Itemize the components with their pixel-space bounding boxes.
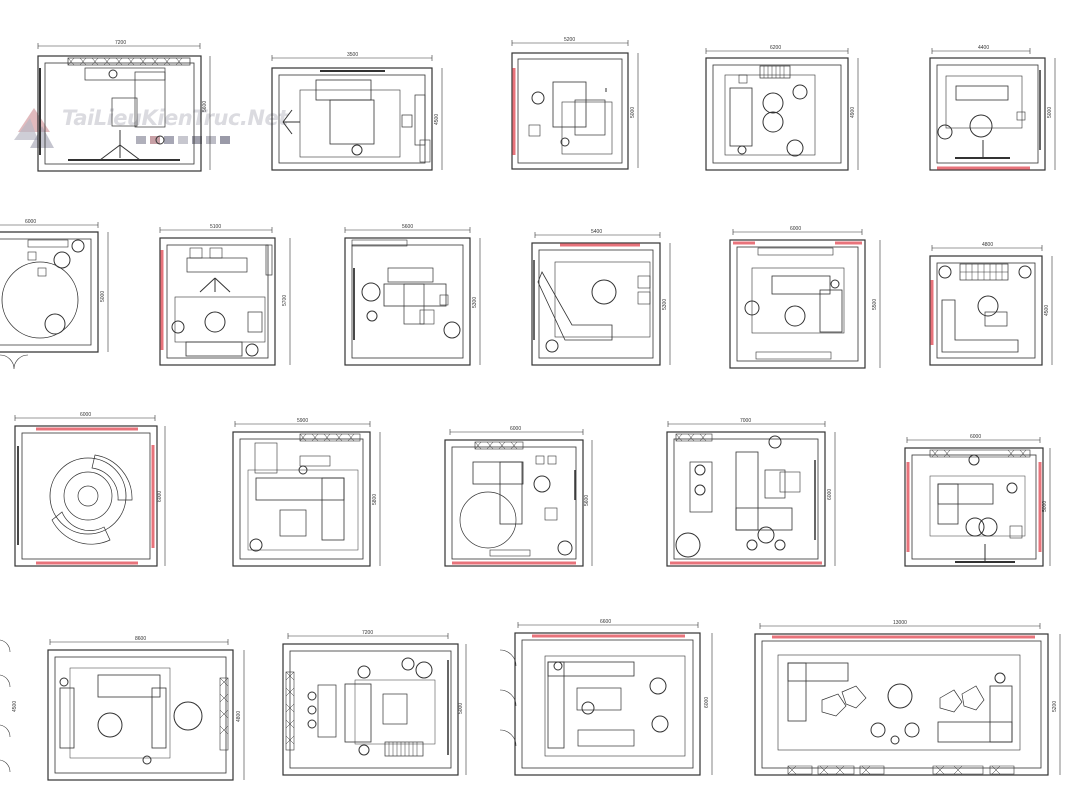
dim-width-p11: 4800 [982,242,993,248]
dim-height-p8: 5300 [472,297,478,308]
floor-plan-p21: 13000 5200 [754,620,1061,776]
dim-width-p8: 5600 [402,224,413,230]
dim-height-p7: 5700 [282,295,288,306]
dim-height-p13: 5800 [372,494,378,505]
floor-plan-p13: 5900 5800 [232,418,381,567]
dim-height-p3: 5000 [630,107,636,118]
floor-plan-p11: 4800 4500 [929,242,1053,366]
dim-height-p9: 5300 [662,299,668,310]
floor-plan-p12: 6000 6000 [14,412,166,567]
floor-plan-p2: 3500 4500 [271,52,443,171]
dim-width-p2: 3500 [347,52,358,58]
dim-height-p11: 4500 [1044,305,1050,316]
dim-height-p19: 5000 [458,703,464,714]
dim-width-p15: 7000 [740,418,751,424]
dim-height-p4: 4900 [850,107,856,118]
dim-width-p9: 5400 [591,229,602,235]
watermark-swatches [136,136,230,144]
dim-height-p17: 4500 [12,701,18,712]
watermark: TaiLieuKienTruc.Net [14,104,288,154]
dim-height-p10: 5500 [872,299,878,310]
dim-width-p7: 5100 [210,224,221,230]
dim-width-p21: 13000 [893,620,907,626]
floor-plan-p18: 8600 4800 [47,636,245,781]
floor-plan-p1: 7200 5600 [37,40,211,172]
watermark-text: TaiLieuKienTruc.Net [62,106,288,130]
floor-plan-p14: 6000 5600 [444,426,593,567]
dim-height-p2: 4500 [434,114,440,125]
dim-height-p20: 6000 [704,697,710,708]
dim-height-p18: 4800 [236,711,242,722]
dim-height-p6: 5000 [100,291,106,302]
dim-height-p21: 5200 [1052,701,1058,712]
dim-width-p4: 6200 [770,45,781,51]
dim-height-p12: 6000 [157,491,163,502]
dim-width-p5: 4400 [978,45,989,51]
floor-plan-p20: 6600 6000 [499,619,713,776]
dim-width-p14: 6000 [510,426,521,432]
floor-plan-p5: 4400 5000 [929,45,1056,171]
dim-width-p18: 8600 [135,636,146,642]
dim-width-p1: 7200 [115,40,126,46]
dim-width-p19: 7200 [362,630,373,636]
dim-width-p10: 6000 [790,226,801,232]
dim-height-p14: 5600 [584,495,590,506]
dim-height-p1: 5600 [202,101,208,112]
dim-width-p6: 6000 [25,219,36,225]
dim-height-p15: 6000 [827,489,833,500]
dim-width-p3: 5200 [564,37,575,43]
watermark-logo-icon [14,108,54,148]
floor-plan-p16: 6000 5000 [904,434,1051,567]
dim-width-p12: 6000 [80,412,91,418]
dim-width-p16: 6000 [970,434,981,440]
dim-width-p20: 6600 [600,619,611,625]
floor-plan-p15: 7000 6000 [666,418,836,567]
floor-plan-p3: 5200 5000 [511,37,639,170]
floor-plan-p9: 5400 5300 [531,229,671,366]
floor-plan-p7: 5100 5700 [159,224,291,366]
dim-width-p13: 5900 [297,418,308,424]
floor-plan-p19: 7200 5000 [282,630,467,776]
dim-height-p5: 5000 [1047,107,1053,118]
floor-plan-p10: 6000 5500 [729,226,881,369]
floor-plan-p8: 5600 5300 [344,224,481,366]
floor-plan-p4: 6200 4900 [705,45,859,171]
dim-height-p16: 5000 [1042,501,1048,512]
floor-plan-p17: 4500 [0,639,18,773]
floor-plan-p6: 6000 5000 [0,219,109,370]
